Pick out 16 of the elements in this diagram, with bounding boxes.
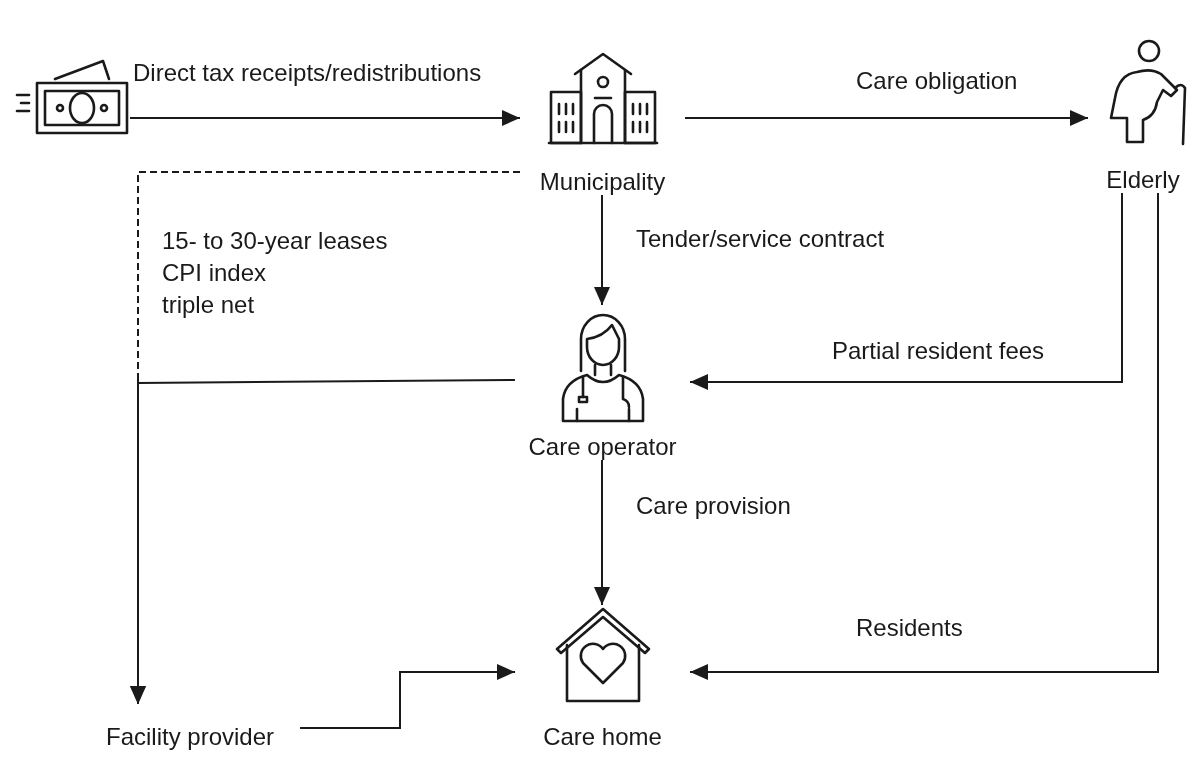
arrow <box>689 192 1123 390</box>
arrow <box>129 110 521 126</box>
lease-note: triple net <box>162 292 255 319</box>
node-label: Care operator <box>528 433 677 460</box>
arrow <box>594 459 610 606</box>
lease-note: CPI index <box>162 260 267 287</box>
arrow <box>594 194 610 306</box>
arrow <box>689 192 1159 680</box>
lease-note: 15- to 30-year leases <box>162 228 388 255</box>
arrow <box>299 664 516 729</box>
node-label: Facility provider <box>105 723 274 750</box>
arrow <box>130 379 516 705</box>
node-label: Municipality <box>539 168 666 195</box>
arrow <box>684 110 1089 126</box>
node-label: Elderly <box>1106 166 1180 193</box>
node-label: Care home <box>543 723 662 750</box>
